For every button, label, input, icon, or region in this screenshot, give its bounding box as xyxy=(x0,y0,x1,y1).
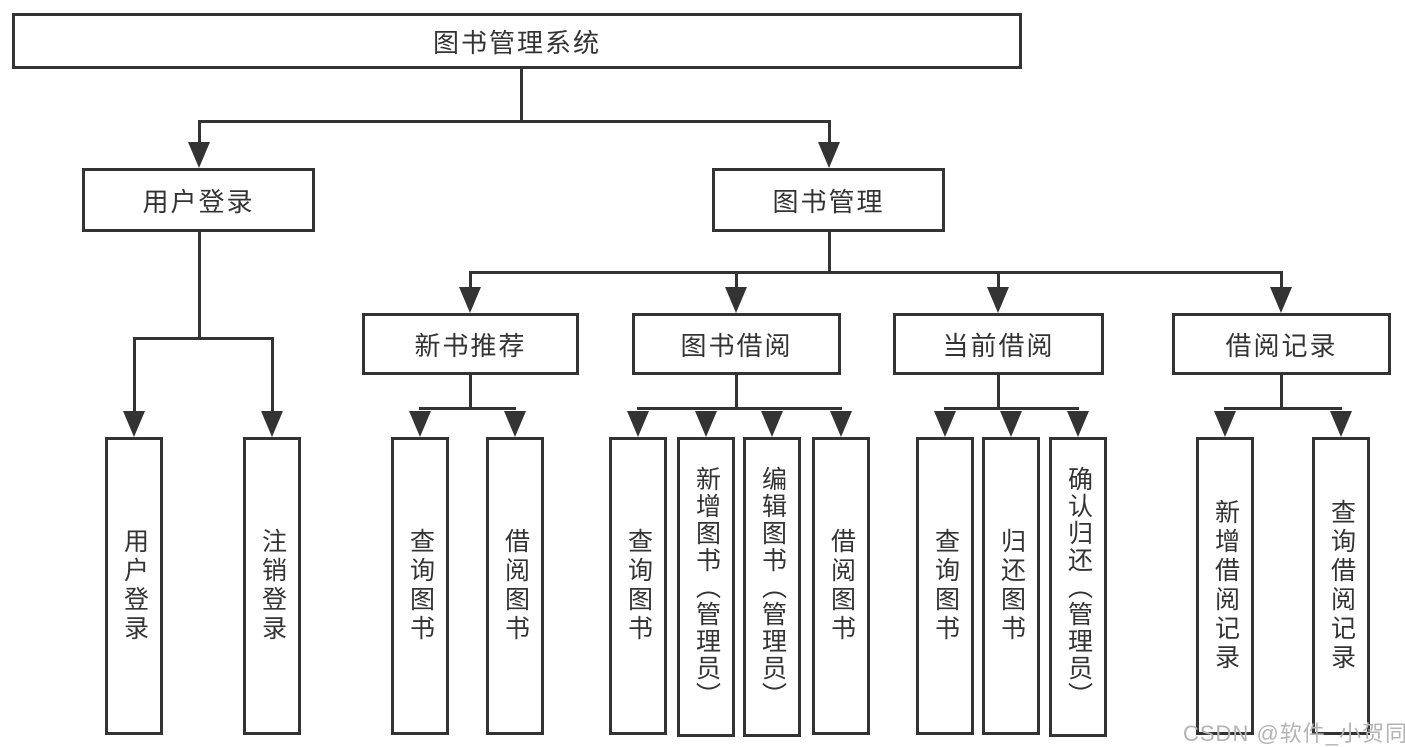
arrow-down-icon xyxy=(409,411,431,437)
node-book-management: 图书管理 xyxy=(712,168,945,232)
node-label: 查询图书 xyxy=(624,528,653,644)
node-user-login: 用户登录 xyxy=(82,168,315,232)
connector-branch-new-book xyxy=(419,407,516,410)
node-new-book-recommend: 新书推荐 xyxy=(362,313,579,375)
arrow-down-icon xyxy=(934,411,956,437)
connector-stem-leaf xyxy=(271,337,274,411)
arrow-down-icon xyxy=(1067,411,1089,437)
watermark: CSDN @软件_小贺同学 xyxy=(1183,721,1405,746)
node-label: 查询图书 xyxy=(406,528,435,644)
node-current-borrowing: 当前借阅 xyxy=(893,313,1104,375)
connector-stem xyxy=(735,375,738,407)
node-label: 新书推荐 xyxy=(414,330,527,361)
connector-stem-borrowing-records xyxy=(1280,271,1283,289)
node-label: 图书管理系统 xyxy=(432,27,601,58)
connector-branch-level2 xyxy=(469,271,1282,274)
leaf-logout-login: 注销登录 xyxy=(243,437,301,735)
arrow-down-icon xyxy=(725,287,747,313)
connector-user-login-stem xyxy=(198,232,201,337)
arrow-down-icon xyxy=(695,411,717,437)
node-label: 查询图书 xyxy=(931,528,960,644)
connector-stem-leaf xyxy=(133,337,136,411)
arrow-down-icon xyxy=(504,411,526,437)
leaf-borrow-books-recommend: 借阅图书 xyxy=(486,437,544,735)
arrow-down-icon xyxy=(459,287,481,313)
node-label: 图书借阅 xyxy=(680,330,793,361)
connector-branch-current-borrowing xyxy=(944,407,1079,410)
connector-branch-user-login xyxy=(133,337,274,340)
node-label: 借阅记录 xyxy=(1225,330,1338,361)
leaf-add-borrow-record: 新增借阅记录 xyxy=(1196,437,1254,735)
node-label: 编辑图书（管理员） xyxy=(758,465,787,709)
leaf-query-books-borrowing: 查询图书 xyxy=(609,437,667,735)
connector-stem-new-book xyxy=(469,271,472,289)
arrow-down-icon xyxy=(261,411,283,437)
leaf-query-borrow-record: 查询借阅记录 xyxy=(1312,437,1370,735)
arrow-down-icon xyxy=(1270,287,1292,313)
leaf-query-books-current: 查询图书 xyxy=(916,437,974,735)
leaf-add-books-admin: 新增图书（管理员） xyxy=(677,437,735,737)
node-label: 归还图书 xyxy=(997,528,1026,644)
arrow-down-icon xyxy=(818,142,840,168)
arrow-down-icon xyxy=(987,287,1009,313)
connector-stem-current-borrowing xyxy=(997,271,1000,289)
arrow-down-icon xyxy=(1214,411,1236,437)
connector-stem-user-login xyxy=(198,120,201,145)
arrow-down-icon xyxy=(123,411,145,437)
leaf-return-books: 归还图书 xyxy=(982,437,1040,735)
node-label: 确认归还（管理员） xyxy=(1064,465,1093,709)
node-label: 借阅图书 xyxy=(501,528,530,644)
node-label: 借阅图书 xyxy=(827,528,856,644)
leaf-borrow-books-borrowing: 借阅图书 xyxy=(812,437,870,735)
leaf-query-books-recommend: 查询图书 xyxy=(391,437,449,735)
connector-root-stem xyxy=(520,69,523,120)
node-label: 用户登录 xyxy=(120,528,149,644)
node-label: 注销登录 xyxy=(258,528,287,644)
node-root-system: 图书管理系统 xyxy=(12,13,1022,69)
node-label: 新增借阅记录 xyxy=(1211,499,1240,673)
connector-stem-book-management xyxy=(828,120,831,145)
arrow-down-icon xyxy=(1330,411,1352,437)
connector-branch-book-borrowing xyxy=(637,407,842,410)
arrow-down-icon xyxy=(627,411,649,437)
connector-stem-book-borrowing xyxy=(735,271,738,289)
node-borrowing-records: 借阅记录 xyxy=(1172,313,1391,375)
connector-stem xyxy=(997,375,1000,407)
node-label: 图书管理 xyxy=(772,186,885,217)
connector-book-management-stem xyxy=(828,232,831,271)
leaf-user-login: 用户登录 xyxy=(105,437,163,735)
leaf-confirm-return-admin: 确认归还（管理员） xyxy=(1049,437,1107,737)
node-label: 当前借阅 xyxy=(942,330,1055,361)
leaf-edit-books-admin: 编辑图书（管理员） xyxy=(743,437,801,737)
arrow-down-icon xyxy=(1000,411,1022,437)
connector-branch-level1 xyxy=(198,120,831,123)
arrow-down-icon xyxy=(761,411,783,437)
arrow-down-icon xyxy=(830,411,852,437)
arrow-down-icon xyxy=(188,142,210,168)
node-label: 新增图书（管理员） xyxy=(692,465,721,709)
node-label: 用户登录 xyxy=(142,186,255,217)
connector-stem xyxy=(469,375,472,407)
connector-stem xyxy=(1280,375,1283,407)
node-label: 查询借阅记录 xyxy=(1327,499,1356,673)
connector-branch-borrowing-records xyxy=(1224,407,1342,410)
node-book-borrowing: 图书借阅 xyxy=(632,313,841,375)
